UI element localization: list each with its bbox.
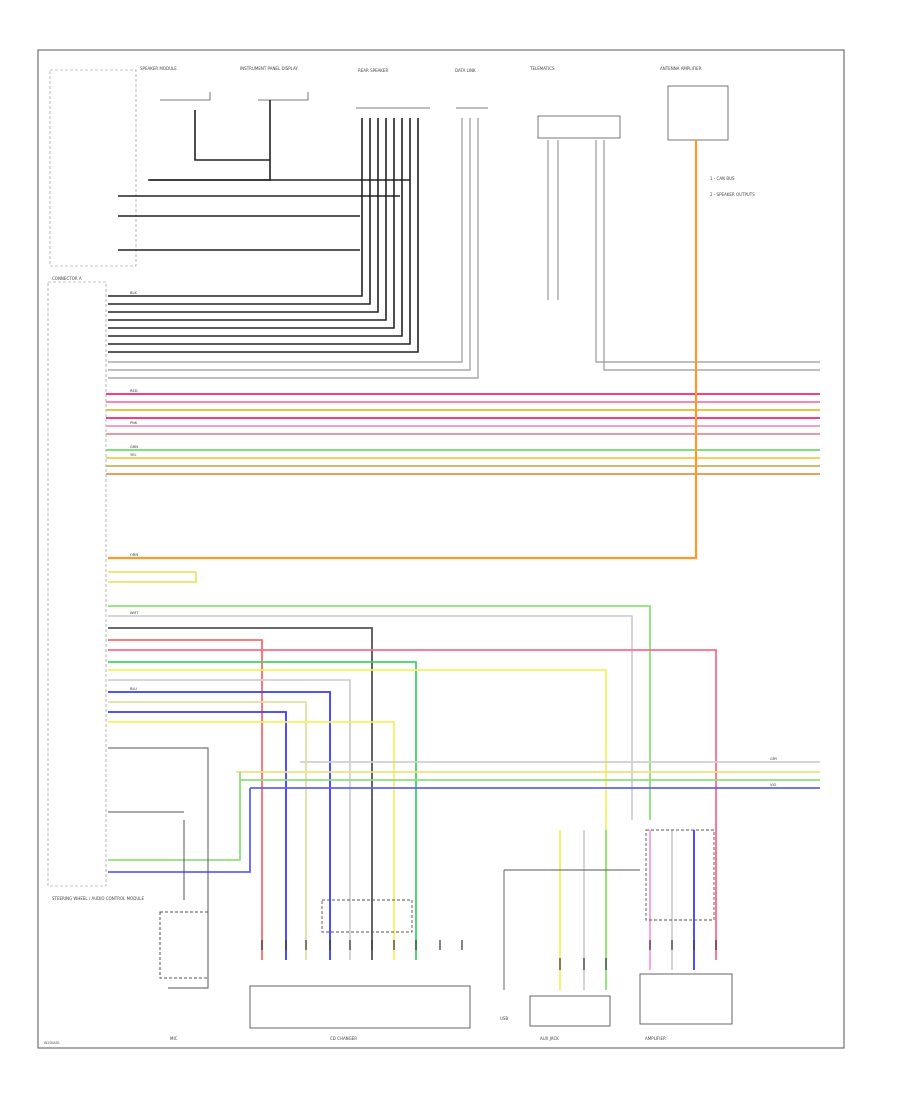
colored-bus — [106, 393, 820, 475]
connector-ticks — [261, 940, 717, 970]
wire-label-grn: GRN — [130, 445, 138, 449]
component-label-audio-module: STEERING WHEEL / AUDIO CONTROL MODULE — [52, 896, 144, 901]
wire-label-yel: YEL — [130, 453, 136, 457]
component-label-aux-jack: AUX JACK — [540, 1036, 559, 1041]
black-wires — [108, 100, 419, 353]
switch-assembly — [108, 747, 209, 989]
wire-label-blu: BLU — [130, 687, 137, 691]
wire-label-vio: VIO — [770, 783, 777, 787]
top-components — [160, 85, 729, 141]
diagram-frame — [37, 49, 845, 1049]
component-label-amplifier: AMPLIFIER — [645, 1036, 666, 1041]
wire-label-orn: ORN — [130, 553, 138, 557]
component-label-connector-a: CONNECTOR A — [52, 276, 82, 281]
component-label-cd-changer: CD CHANGER — [330, 1036, 357, 1041]
lower-wires — [108, 605, 820, 990]
note-1: 1 - CAN BUS — [710, 176, 735, 181]
component-label-data-link: DATA LINK — [455, 68, 476, 73]
module-boundary — [47, 281, 107, 887]
sensor-block — [49, 69, 137, 267]
component-label-mic: MIC — [170, 1036, 178, 1041]
wire-label-wht: WHT — [130, 611, 139, 615]
component-label-ipc: INSTRUMENT PANEL DISPLAY — [240, 66, 298, 71]
wire-label-pnk: PNK — [130, 421, 138, 425]
wire-label-gry: GRY — [770, 757, 778, 761]
diagram-code: W2DIAB1 — [44, 1041, 60, 1045]
component-label-antenna: ANTENNA AMPLIFIER — [660, 66, 702, 71]
component-label-speaker: SPEAKER MODULE — [140, 66, 177, 71]
component-label-rear-speaker: REAR SPEAKER — [358, 68, 388, 73]
note-2: 2 - SPEAKER OUTPUTS — [710, 192, 755, 197]
component-label-usb: USB — [500, 1016, 508, 1021]
wire-label-blk: BLK — [130, 291, 137, 295]
wire-label-red: RED — [130, 389, 138, 393]
bottom-connectors — [249, 829, 733, 1029]
orange-wire — [108, 140, 698, 560]
gray-wires — [108, 118, 820, 379]
component-label-telematics: TELEMATICS — [529, 66, 555, 71]
yellow-short-wires — [108, 571, 197, 583]
